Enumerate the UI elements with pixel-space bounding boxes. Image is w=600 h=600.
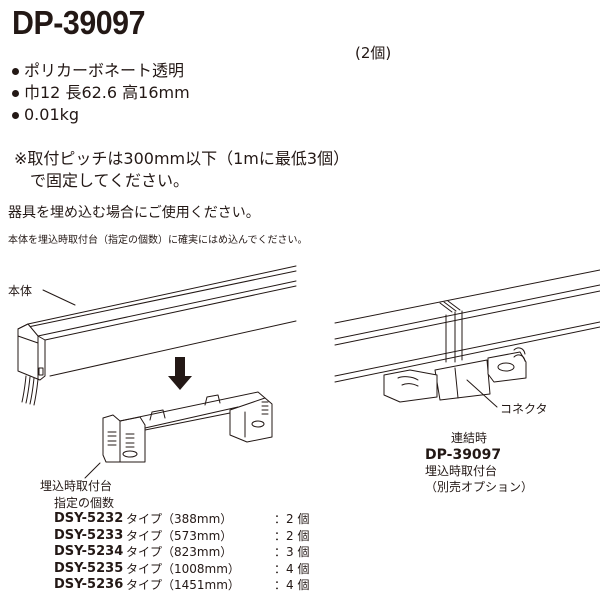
- row-count: ：4 個: [274, 561, 310, 576]
- table-row: DSY-5232 タイプ（388mm） ：2 個: [40, 511, 309, 528]
- row-model: DSY-5233: [54, 527, 124, 543]
- row-model: DSY-5234: [54, 544, 124, 559]
- option-note: （別売オプション）: [425, 480, 534, 494]
- usage-note: 器具を埋め込む場合にご使用ください。: [8, 205, 260, 221]
- spec-material: ポリカーボネート透明: [12, 60, 190, 82]
- row-count: ：2 個: [274, 512, 310, 526]
- row-desc: タイプ（823mm）: [126, 545, 233, 559]
- mounting-base-illustration: [84, 391, 273, 479]
- table-row: DSY-5236 タイプ（1451mm） ：4 個: [40, 577, 309, 594]
- product-title: DP-39097: [12, 4, 146, 41]
- pitch-note: ※取付ピッチは300mm以下（1mに最低3個） で固定してください。: [14, 148, 349, 192]
- row-desc: タイプ（573mm）: [126, 528, 233, 543]
- connected-view-illustration: [334, 269, 600, 408]
- row-model: DSY-5235: [54, 560, 124, 576]
- bullet-icon: [12, 89, 19, 97]
- spec-weight: 0.01kg: [12, 104, 190, 126]
- spec-text: ポリカーボネート透明: [24, 61, 185, 80]
- pitch-note-line2: で固定してください。: [30, 171, 190, 190]
- row-desc: タイプ（1451mm）: [126, 578, 240, 592]
- row-desc: タイプ（1008mm）: [126, 561, 240, 576]
- connector-label: コネクタ: [500, 402, 548, 416]
- body-label: 本体: [8, 284, 33, 298]
- instruction-note: 本体を埋込時取付台（指定の個数）に確実にはめ込んでください。: [8, 235, 308, 246]
- base-spec-table: 埋込時取付台 指定の個数 DSY-5232 タイプ（388mm） ：2 個 DS…: [40, 478, 309, 594]
- quantity-note: (2個): [355, 44, 392, 62]
- row-count: ：2 個: [274, 528, 310, 543]
- down-arrow-icon: [168, 357, 192, 390]
- row-model: DSY-5236: [54, 577, 124, 592]
- base-spec-title: 埋込時取付台: [40, 479, 113, 493]
- option-info: DP-39097 埋込時取付台 （別売オプション）: [425, 447, 533, 495]
- row-desc: タイプ（388mm）: [126, 512, 233, 526]
- body-bar-illustration: [17, 265, 297, 406]
- row-count: ：3 個: [274, 545, 310, 559]
- base-spec-subtitle: 指定の個数: [54, 495, 115, 510]
- option-model: DP-39097: [425, 447, 502, 463]
- table-row: DSY-5233 タイプ（573mm） ：2 個: [40, 528, 309, 545]
- option-name: 埋込時取付台: [425, 464, 498, 478]
- row-model: DSY-5232: [54, 511, 124, 526]
- bullet-icon: [12, 111, 19, 119]
- linked-caption: 連結時: [451, 431, 488, 445]
- row-count: ：4 個: [274, 578, 310, 592]
- table-row: DSY-5234 タイプ（823mm） ：3 個: [40, 544, 309, 561]
- spec-text: 巾12 長62.6 高16mm: [24, 83, 190, 102]
- pitch-note-line1: ※取付ピッチは300mm以下（1mに最低3個）: [14, 149, 350, 168]
- table-row: DSY-5235 タイプ（1008mm） ：4 個: [40, 561, 309, 578]
- spec-dimensions: 巾12 長62.6 高16mm: [12, 82, 190, 104]
- spec-list: ポリカーボネート透明 巾12 長62.6 高16mm 0.01kg: [12, 60, 190, 126]
- bullet-icon: [12, 67, 19, 75]
- spec-text: 0.01kg: [24, 105, 80, 124]
